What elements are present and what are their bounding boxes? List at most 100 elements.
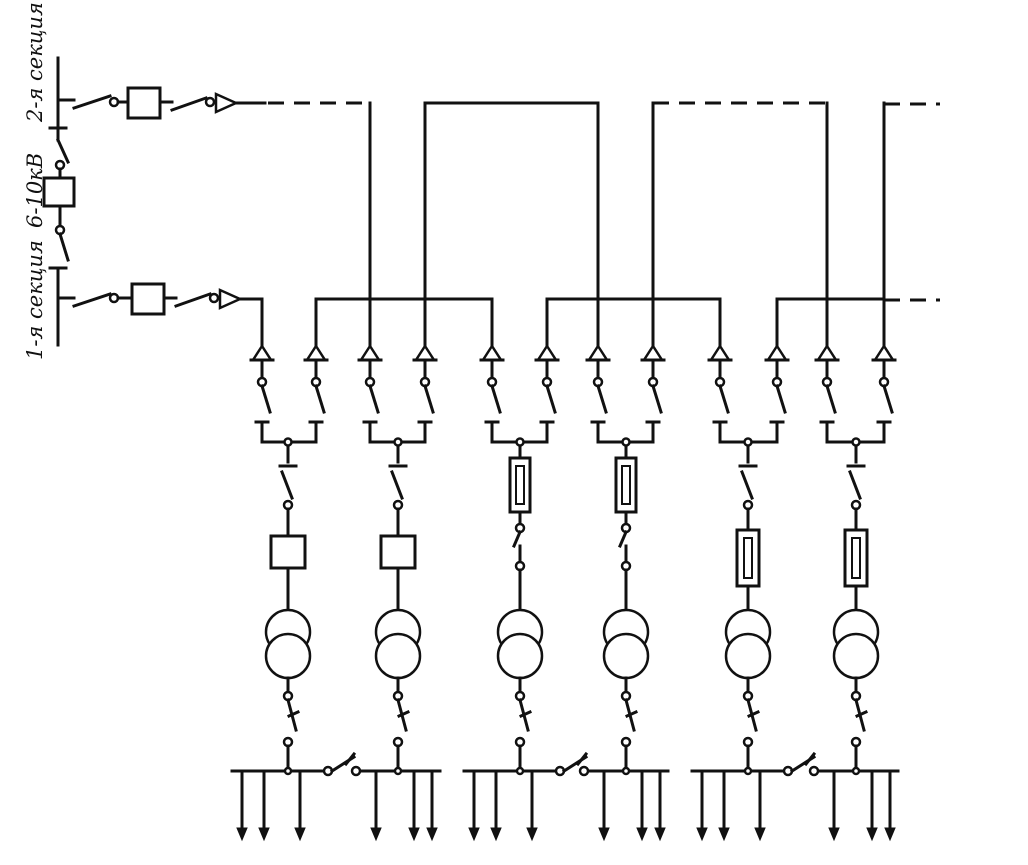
outgoing-line <box>654 769 666 842</box>
lv-bus-tie-3 <box>768 751 826 777</box>
transformer-winding-2 <box>832 632 880 680</box>
section-1-label: 1-я секция <box>23 240 47 360</box>
junction-node <box>621 437 631 447</box>
disconnector <box>775 384 787 414</box>
feeder-lower-breaker <box>130 282 166 316</box>
disconnector <box>490 384 502 414</box>
transformer-group-6 <box>814 343 900 842</box>
transformer-group-4 <box>585 343 670 842</box>
feeder-upper-breaker <box>126 86 162 120</box>
lv-bus-tie-2 <box>540 751 596 777</box>
cable-termination <box>872 343 896 362</box>
transformer-winding-2 <box>724 632 772 680</box>
load-disconnector <box>280 470 294 500</box>
outgoing-line-arrow <box>866 827 878 842</box>
outgoing-line <box>884 769 896 842</box>
transformer-group-1 <box>230 343 329 842</box>
transformer-group-2 <box>357 343 442 842</box>
outgoing-line <box>236 769 248 842</box>
outgoing-line <box>526 769 538 842</box>
outgoing-line-arrow <box>828 827 840 842</box>
main-busbar <box>42 56 76 347</box>
breaker <box>379 534 417 570</box>
outgoing-line <box>828 769 840 842</box>
lv-bus-tie-1 <box>308 751 368 777</box>
transformer-winding-2 <box>374 632 422 680</box>
section-2-label: 2-я секция <box>23 2 47 123</box>
cable-termination <box>641 343 665 362</box>
cable-termination <box>358 343 382 362</box>
outgoing-line-arrow <box>236 827 248 842</box>
outgoing-line-arrow <box>490 827 502 842</box>
feeder-lower <box>56 282 264 316</box>
cable-termination <box>250 343 274 362</box>
junction-node <box>851 437 861 447</box>
cable-termination <box>765 343 789 362</box>
outgoing-line <box>408 769 420 842</box>
junction-node <box>393 437 403 447</box>
cable-termination <box>304 343 328 362</box>
outgoing-line <box>370 769 382 842</box>
cable-termination <box>535 343 559 362</box>
disconnector <box>423 384 435 414</box>
load-disconnector <box>512 530 522 548</box>
disconnector <box>718 384 730 414</box>
outgoing-line <box>866 769 878 842</box>
outgoing-line-arrow <box>636 827 648 842</box>
load-disconnector <box>740 470 754 500</box>
cable-termination <box>815 343 839 362</box>
outgoing-line-arrow <box>468 827 480 842</box>
disconnector <box>825 384 837 414</box>
disconnector <box>882 384 894 414</box>
outgoing-line <box>294 769 306 842</box>
outgoing-line <box>636 769 648 842</box>
outgoing-line-arrow <box>526 827 538 842</box>
transformer-groups <box>230 343 900 842</box>
cable-line-upper <box>268 101 940 347</box>
outgoing-line <box>490 769 502 842</box>
disconnector <box>545 384 557 414</box>
outgoing-line <box>598 769 610 842</box>
cable-termination <box>480 343 504 362</box>
cable-termination <box>586 343 610 362</box>
load-disconnector <box>390 470 404 500</box>
outgoing-line-arrow <box>370 827 382 842</box>
transformer-winding-2 <box>496 632 544 680</box>
outgoing-line-arrow <box>426 827 438 842</box>
disconnector <box>651 384 663 414</box>
outgoing-line-arrow <box>258 827 270 842</box>
disconnector <box>260 384 272 414</box>
transformer-group-3 <box>462 343 560 842</box>
cable-termination <box>708 343 732 362</box>
outgoing-line-arrow <box>654 827 666 842</box>
feeder-upper <box>56 86 267 120</box>
outgoing-line-arrow <box>718 827 730 842</box>
breaker <box>269 534 307 570</box>
cable-line-lower <box>260 297 940 347</box>
cable-termination <box>413 343 437 362</box>
outgoing-line <box>426 769 438 842</box>
outgoing-line-arrow <box>598 827 610 842</box>
load-disconnector <box>618 530 628 548</box>
junction-node <box>515 437 525 447</box>
junction-node <box>283 437 293 447</box>
outgoing-line <box>696 769 708 842</box>
sectional-breaker <box>42 176 76 208</box>
junction-node <box>743 437 753 447</box>
outgoing-line-arrow <box>696 827 708 842</box>
outgoing-line-arrow <box>754 827 766 842</box>
outgoing-line-arrow <box>294 827 306 842</box>
outgoing-line <box>754 769 766 842</box>
load-disconnector <box>848 470 862 500</box>
disconnector <box>314 384 326 414</box>
outgoing-line-arrow <box>408 827 420 842</box>
disconnector <box>368 384 380 414</box>
transformer-group-5 <box>690 343 790 842</box>
outgoing-line-arrow <box>884 827 896 842</box>
outgoing-line <box>468 769 480 842</box>
outgoing-line <box>718 769 730 842</box>
transformer-winding-2 <box>264 632 312 680</box>
disconnector <box>596 384 608 414</box>
transformer-winding-2 <box>602 632 650 680</box>
